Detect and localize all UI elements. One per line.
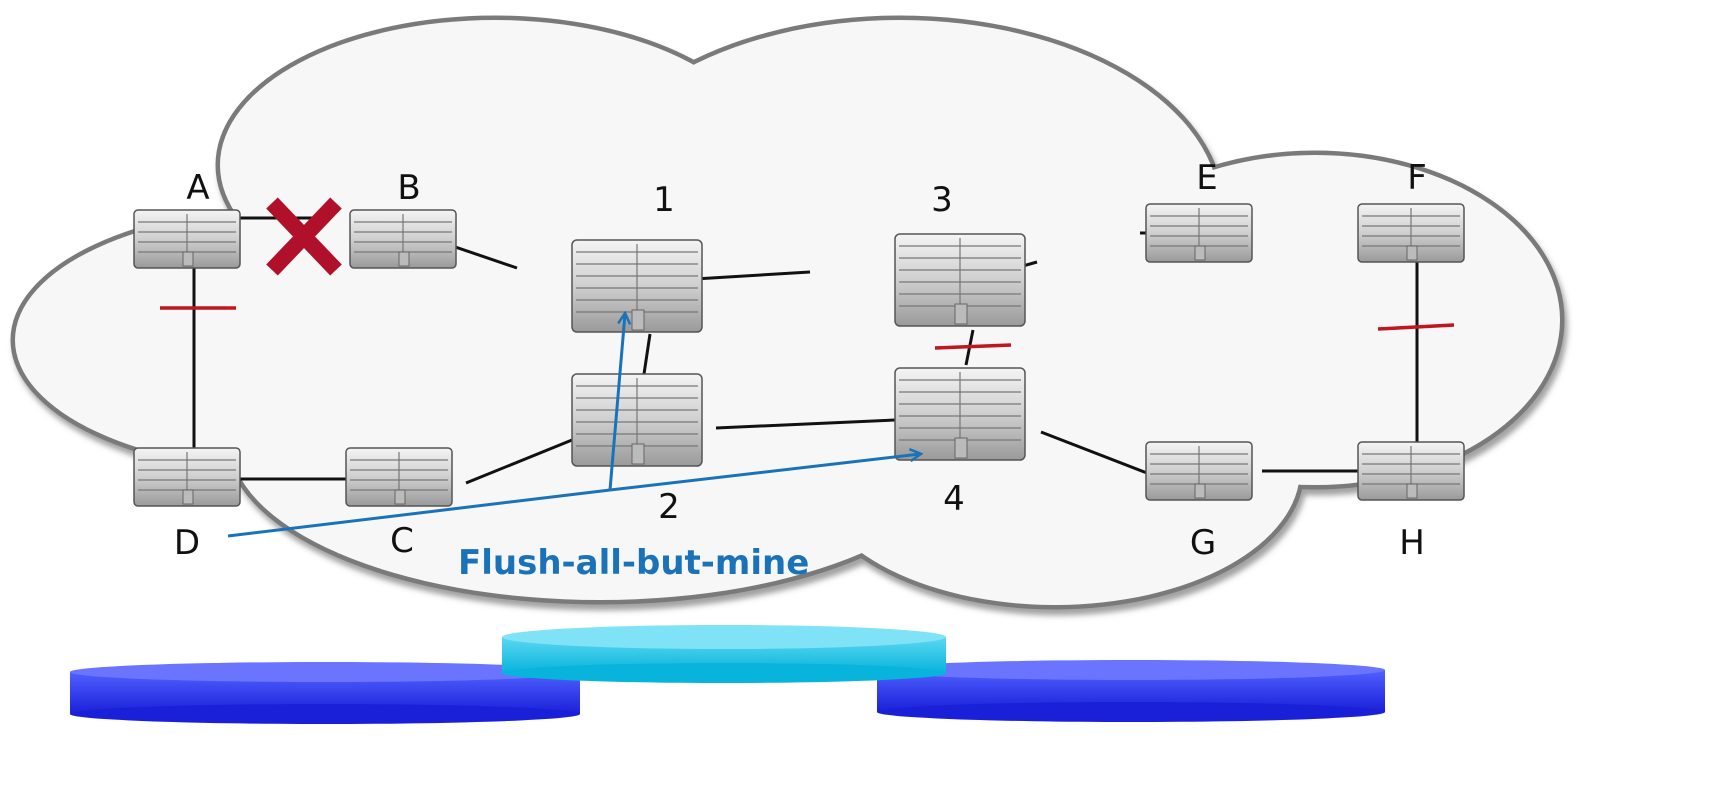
blocked-port-icon-f-h: [1377, 323, 1455, 331]
ring-left: [70, 662, 580, 724]
node-label-1: 1: [653, 180, 675, 220]
link-2-4: [715, 418, 896, 430]
node-label-3: 3: [931, 180, 953, 220]
link-1-2: [642, 333, 652, 375]
link-c-2: [465, 438, 573, 485]
labels: A B 1 3 E F D C 2 4 G H Flush-all-but-mi…: [174, 158, 1427, 583]
switch-icon-a: [133, 209, 241, 269]
node-label-d: D: [174, 523, 200, 563]
blocked-port-icon-3-4: [934, 343, 1012, 350]
failure-x-icon: [266, 197, 342, 276]
switch-icon-4: [894, 367, 1026, 461]
switch-icon-f: [1357, 203, 1465, 263]
node-label-2: 2: [658, 487, 680, 527]
switch-icon-g: [1145, 441, 1253, 501]
switch-icon-3: [894, 233, 1026, 327]
flush-path: [227, 488, 611, 538]
ring-right: [877, 660, 1385, 722]
flush-arrow-to-1: [608, 314, 625, 491]
node-label-h: H: [1399, 523, 1425, 563]
node-label-e: E: [1196, 158, 1217, 198]
node-label-f: F: [1407, 158, 1427, 198]
node-label-4: 4: [943, 479, 965, 519]
flush-arrow-to-4: [609, 454, 920, 492]
ring-center: [502, 625, 946, 683]
flush-arrows: [227, 314, 920, 538]
node-label-g: G: [1190, 523, 1216, 563]
node-label-a: A: [186, 168, 209, 208]
rings: [70, 625, 1385, 724]
switch-icon-h: [1357, 441, 1465, 501]
switch-icon-d: [133, 447, 241, 507]
link-4-g: [1040, 430, 1148, 475]
node-label-b: B: [397, 168, 420, 208]
switch-icon-1: [571, 239, 703, 333]
flush-caption: Flush-all-but-mine: [458, 543, 809, 583]
switch-icon-c: [345, 447, 453, 507]
cloud: [10, 15, 1565, 610]
blocked-ports: [160, 306, 1455, 350]
switch-icon-e: [1145, 203, 1253, 263]
node-label-c: C: [390, 521, 414, 561]
switch-icon-b: [349, 209, 457, 269]
switch-icon-2: [571, 373, 703, 467]
